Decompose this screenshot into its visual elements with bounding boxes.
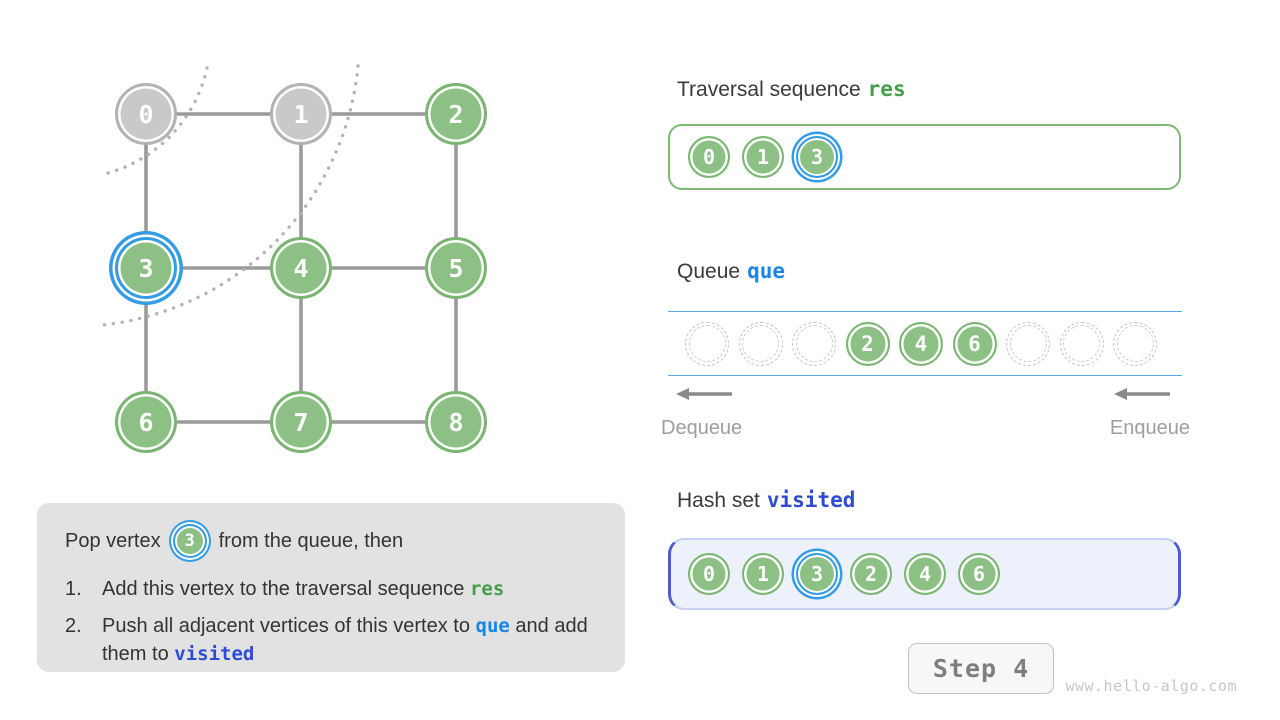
intro-text-before: Pop vertex — [65, 529, 161, 552]
plain-text: and add them to — [102, 615, 588, 665]
visited-item-1: 1 — [742, 553, 784, 595]
description-item-number: 2. — [65, 615, 82, 637]
description-item-text: Push all adjacent vertices of this verte… — [102, 612, 597, 668]
queue-item-4: 4 — [899, 321, 943, 366]
queue-title-text: Queue — [677, 260, 741, 283]
hash-code-keyword: visited — [766, 488, 856, 512]
intro-text-after: from the queue, then — [218, 529, 404, 552]
description-item-number: 1. — [65, 578, 82, 600]
intro-vertex-badge: 3 — [172, 524, 207, 558]
res-section-title: Traversal sequence res — [677, 77, 906, 102]
enqueue-arrow-icon — [1114, 388, 1170, 400]
hash-section-title: Hash set visited — [677, 488, 855, 513]
graph-node-3: 3 — [115, 237, 177, 299]
plain-text: Push all adjacent vertices of this verte… — [102, 615, 476, 637]
queue-empty-slot-6 — [1006, 321, 1050, 366]
res-item-3: 3 — [796, 136, 838, 178]
graph-node-6: 6 — [115, 391, 177, 453]
queue-empty-slot-1 — [738, 321, 783, 366]
description-list: 1. Add this vertex to the traversal seque… — [65, 575, 597, 668]
graph-node-1: 1 — [270, 83, 332, 145]
bfs-level-arc-1 — [98, 66, 209, 177]
queue-empty-slot-0 — [685, 321, 729, 366]
res-code-keyword: res — [867, 77, 906, 101]
code-keyword: que — [475, 615, 510, 637]
res-item-1: 1 — [742, 136, 784, 178]
res-item-0: 0 — [688, 136, 730, 178]
visited-item-4: 4 — [904, 553, 946, 595]
queue-empty-slot-8 — [1113, 321, 1157, 366]
queue-item-6: 6 — [952, 321, 997, 366]
graph-node-8: 8 — [425, 391, 487, 453]
dequeue-label: Dequeue — [661, 417, 743, 439]
description-item-text: Add this vertex to the traversal sequenc… — [102, 575, 504, 603]
description-item-1: 1. Add this vertex to the traversal seque… — [65, 575, 597, 603]
graph-node-2: 2 — [425, 83, 487, 145]
plain-text: Add this vertex to the traversal sequenc… — [102, 578, 470, 600]
visited-item-6: 6 — [958, 553, 1000, 595]
hash-title-text: Hash set — [677, 489, 760, 512]
code-keyword: res — [469, 578, 505, 600]
queue-section-title: Queue que — [677, 259, 785, 284]
description-item-2: 2. Push all adjacent vertices of this ver… — [65, 612, 597, 668]
graph-node-5: 5 — [425, 237, 487, 299]
visited-item-2: 2 — [850, 553, 892, 595]
step-indicator-button[interactable]: Step 4 — [908, 643, 1054, 694]
graph-node-7: 7 — [270, 391, 332, 453]
visited-item-3: 3 — [796, 553, 838, 595]
step-description-panel: Pop vertex 3 from the queue, then 1. Add … — [37, 503, 625, 672]
dequeue-arrow-icon — [676, 388, 732, 400]
bfs-level-arc-2 — [101, 64, 360, 327]
graph-nodes-layer: 0 1 2 3 4 5 6 7 8 — [0, 0, 640, 500]
graph-node-4: 4 — [270, 237, 332, 299]
queue-code-keyword: que — [747, 259, 785, 283]
queue-item-2: 2 — [845, 321, 890, 366]
res-title-text: Traversal sequence — [677, 78, 861, 101]
visited-item-0: 0 — [688, 553, 730, 595]
queue-empty-slot-7 — [1059, 321, 1104, 366]
watermark: www.hello-algo.com — [1065, 677, 1237, 695]
code-keyword: visited — [174, 643, 255, 665]
graph-node-0: 0 — [115, 83, 177, 145]
enqueue-label: Enqueue — [1109, 417, 1190, 439]
queue-empty-slot-2 — [792, 321, 836, 366]
description-intro: Pop vertex 3 from the queue, then — [65, 519, 597, 563]
